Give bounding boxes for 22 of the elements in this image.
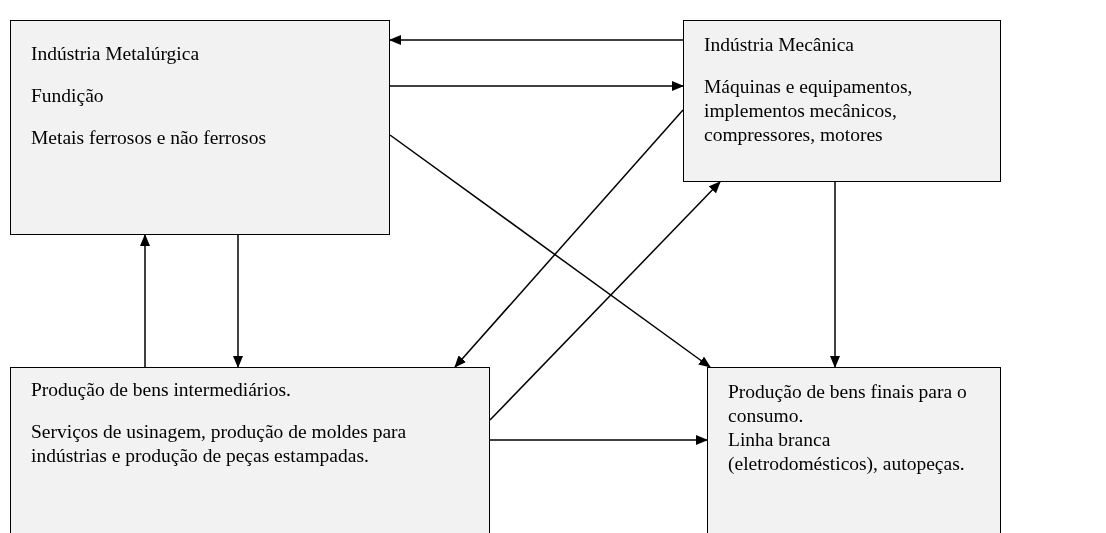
arrow (389, 35, 684, 45)
arrow (389, 134, 711, 368)
process-box (707, 367, 1001, 533)
box-description: Máquinas e equipamentos, implementos mecânicos, compressores, motores (704, 75, 914, 147)
box-title: Indústria Mecânica (704, 33, 855, 57)
arrow (140, 234, 150, 368)
arrow (489, 435, 708, 445)
box-title: Indústria Metalúrgica (31, 42, 201, 66)
process-box (10, 367, 490, 533)
arrow (233, 234, 243, 368)
box-title: Produção de bens finais para o consumo. (728, 380, 968, 428)
arrow (454, 109, 684, 368)
box-description: Linha branca (eletrodomésticos), autopeças. (728, 428, 966, 476)
process-box (683, 20, 1001, 182)
box-title: Produção de bens intermediários. (31, 378, 292, 402)
process-box (10, 20, 390, 235)
arrow (389, 81, 684, 91)
box-description: Fundição (31, 84, 105, 108)
arrow (830, 181, 840, 368)
box-description: Serviços de usinagem, produção de moldes para indústrias e produção de peças estampadas. (31, 420, 408, 468)
box-description: Metais ferrosos e não ferrosos (31, 126, 267, 150)
arrow (489, 181, 721, 421)
